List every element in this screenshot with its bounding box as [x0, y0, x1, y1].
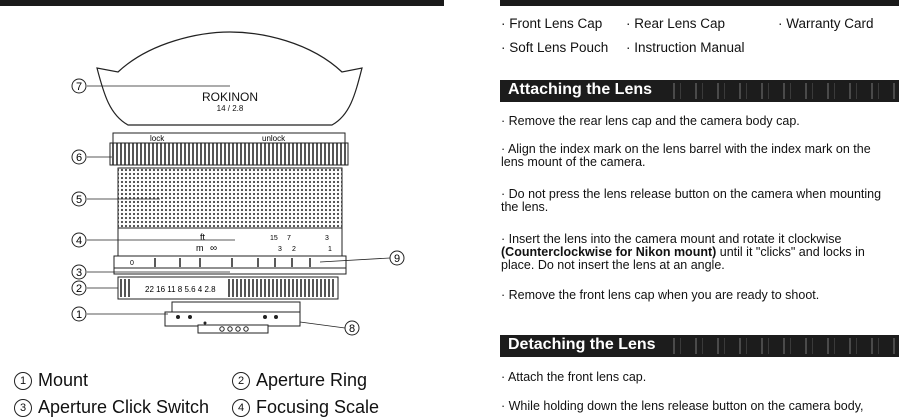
svg-text:9: 9 [394, 253, 400, 265]
part-aperture-click-switch: 3 Aperture Click Switch [14, 397, 209, 418]
ft-dist-2: 7 [287, 235, 291, 242]
svg-text:3: 3 [76, 267, 82, 279]
part-label: Mount [38, 370, 89, 390]
part-number: 3 [14, 399, 32, 417]
model-text: 14 / 2.8 [217, 104, 244, 113]
part-number: 1 [14, 372, 32, 390]
callout-3: 3 [71, 264, 87, 280]
attach-step: · Remove the rear lens cap and the camer… [501, 114, 800, 128]
callout-1: 1 [71, 306, 87, 322]
m-dist-2: 2 [292, 246, 296, 253]
lens-diagram: ROKINON 14 / 2.8 lock unlock ft m ∞ 15 7… [71, 31, 405, 336]
lens-hood [96, 31, 363, 126]
callout-8: 8 [344, 320, 360, 336]
package-item: · Rear Lens Cap [626, 16, 726, 31]
m-dist-3: 1 [328, 246, 332, 253]
detach-step: · While holding down the lens release bu… [501, 399, 864, 413]
lens-mount [171, 301, 301, 313]
part-aperture-ring: 2 Aperture Ring [232, 370, 367, 391]
left-header-bar [0, 0, 444, 6]
attach-step: · Remove the front lens cap when you are… [501, 288, 820, 302]
callout-7: 7 [71, 78, 87, 94]
callout-4: 4 [71, 232, 87, 248]
m-label: m [196, 243, 204, 253]
unlock-label: unlock [262, 134, 286, 143]
inf-label: ∞ [210, 243, 217, 254]
callouts: 7 6 5 4 3 2 1 8 9 [71, 78, 405, 336]
package-item: · Instruction Manual [626, 40, 745, 55]
brand-text: ROKINON [202, 90, 258, 104]
svg-text:4: 4 [76, 235, 82, 247]
right-header-bar [500, 0, 899, 6]
package-item: · Soft Lens Pouch [501, 40, 609, 55]
ft-dist-1: 15 [270, 235, 278, 242]
svg-text:7: 7 [76, 81, 82, 93]
focus-zero: 0 [130, 260, 134, 267]
attach-step: · Align the index mark on the lens barre… [501, 142, 871, 169]
part-focusing-scale: 4 Focusing Scale [232, 397, 379, 418]
header-pattern [666, 338, 899, 354]
ribbed-ring [109, 142, 349, 166]
focus-ring [117, 167, 343, 229]
callout-5: 5 [71, 191, 87, 207]
ft-dist-3: 3 [325, 235, 329, 242]
section-title: Detaching the Lens [508, 336, 656, 353]
detach-step: · Attach the front lens cap. [501, 370, 647, 384]
svg-text:5: 5 [76, 194, 82, 206]
aperture-scale: 22 16 11 8 5.6 4 2.8 [145, 285, 216, 294]
svg-text:8: 8 [349, 323, 355, 335]
lock-label: lock [150, 134, 165, 143]
svg-text:2: 2 [76, 283, 82, 295]
ft-label: ft [200, 232, 206, 242]
part-number: 4 [232, 399, 250, 417]
svg-text:6: 6 [76, 152, 82, 164]
attaching-header: Attaching the Lens [500, 80, 899, 102]
part-label: Focusing Scale [256, 397, 380, 417]
svg-text:1: 1 [76, 309, 82, 321]
m-dist-1: 3 [278, 246, 282, 253]
package-item: · Front Lens Cap [501, 16, 603, 31]
header-pattern [666, 83, 899, 99]
part-label: Aperture Click Switch [38, 397, 210, 417]
package-item: · Warranty Card [778, 16, 874, 31]
section-title: Attaching the Lens [508, 81, 653, 98]
part-mount: 1 Mount [14, 370, 88, 391]
nikon-note: (Counterclockwise for Nikon mount) [501, 245, 717, 259]
part-number: 2 [232, 372, 250, 390]
attach-step-insert: · Insert the lens into the camera mount … [501, 232, 865, 272]
detaching-header: Detaching the Lens [500, 335, 899, 357]
attach-step: · Do not press the lens release button o… [501, 187, 882, 214]
callout-2: 2 [71, 280, 87, 296]
callout-6: 6 [71, 149, 87, 165]
callout-9: 9 [389, 250, 405, 266]
part-label: Aperture Ring [256, 370, 368, 390]
